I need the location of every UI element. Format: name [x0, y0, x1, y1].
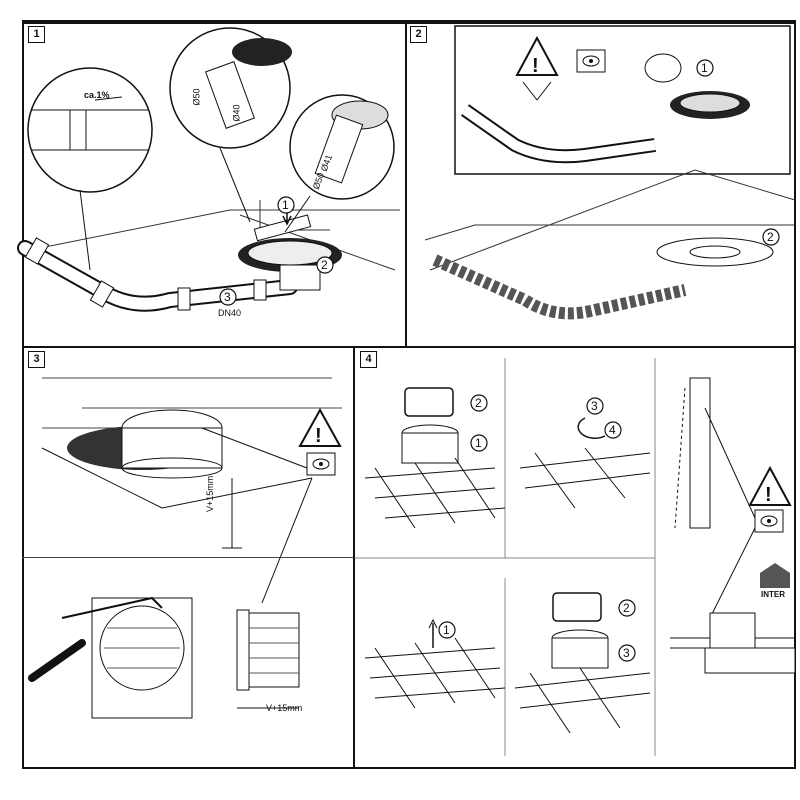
svg-text:!: ! — [315, 425, 322, 447]
step-badge-1: 1 — [28, 26, 45, 43]
divider-panel3 — [22, 557, 354, 558]
warning-icon: ! — [532, 55, 539, 77]
right-border — [794, 20, 796, 768]
callout-4d-3: 3 — [623, 646, 630, 660]
eye-icon — [582, 55, 600, 67]
dn40-label: DN40 — [218, 308, 242, 318]
divider-top — [405, 20, 407, 348]
callout-2-step1: 2 — [321, 258, 328, 272]
slope-label: ca.1% — [84, 90, 110, 100]
top-border — [22, 20, 796, 24]
callout-4a-1: 1 — [475, 436, 482, 450]
d40-label: Ø40 — [231, 104, 242, 122]
d50-label-a: Ø50 — [191, 88, 202, 106]
left-border — [22, 20, 24, 768]
panel-4-illustration: ! — [355, 358, 796, 756]
callout-4c-1: 1 — [443, 623, 450, 637]
middle-border — [22, 346, 796, 348]
callout-1-step2: 1 — [701, 61, 708, 75]
callout-4d-2: 2 — [623, 601, 630, 615]
panel-3-illustration: ! — [28, 377, 342, 719]
panel-2-illustration: ! — [424, 25, 796, 320]
step-badge-3: 3 — [28, 351, 45, 368]
step-badge-2: 2 — [410, 26, 427, 43]
panel-1-illustration — [17, 27, 400, 312]
svg-text:!: ! — [765, 484, 772, 506]
v15-label-top: V+15mm — [205, 475, 215, 512]
v15-label-bottom: V+15mm — [266, 703, 303, 713]
callout-4b-3: 3 — [591, 399, 598, 413]
inter-label: INTER — [761, 590, 785, 599]
divider-bottom — [353, 346, 355, 768]
callout-3-step1: 3 — [224, 290, 231, 304]
callout-4b-4: 4 — [609, 423, 616, 437]
bottom-border — [22, 767, 796, 769]
callout-1-step1: 1 — [282, 198, 289, 212]
callout-4a-2: 2 — [475, 396, 482, 410]
callout-2-step2: 2 — [767, 230, 774, 244]
step-badge-4: 4 — [360, 351, 377, 368]
